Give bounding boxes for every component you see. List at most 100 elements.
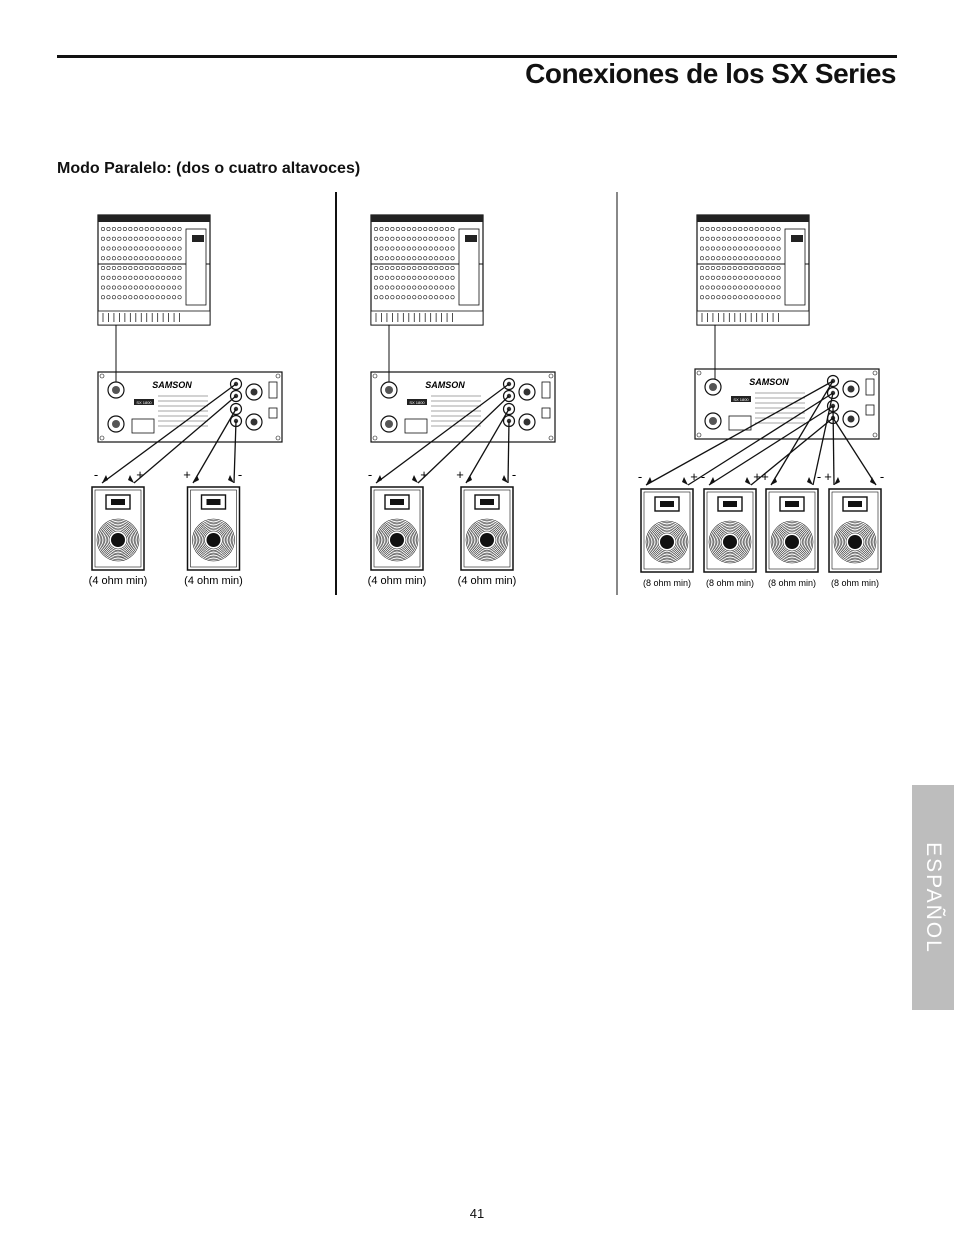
mixer-knob	[760, 265, 765, 270]
mixer-knob	[423, 295, 428, 300]
mixer-knob	[754, 265, 759, 270]
page-title: Conexiones de los SX Series	[525, 58, 896, 89]
mixer-knob	[150, 236, 155, 241]
mixer-knob	[401, 227, 406, 232]
mixer-knob	[111, 295, 116, 300]
mixer-knob	[423, 285, 428, 290]
mixer-knob	[395, 227, 400, 232]
wire-arrowhead	[807, 477, 813, 485]
wire-arrowhead	[412, 475, 418, 483]
mixer-knob	[373, 236, 378, 241]
mixer-knob	[379, 295, 384, 300]
speaker-cabinet-inner	[768, 491, 816, 570]
mixer-knob	[434, 265, 439, 270]
mixer-knob	[738, 236, 743, 241]
mixer-knob	[401, 246, 406, 251]
mixer-knob	[423, 275, 428, 280]
speaker-wire	[375, 383, 510, 484]
speakon-output-core	[523, 418, 531, 426]
mixer-knob	[439, 256, 444, 261]
amp-model-label: SX 1800	[409, 400, 425, 405]
mixer-knob	[395, 236, 400, 241]
mixer-knob	[172, 227, 177, 232]
mixer-knob	[445, 256, 450, 261]
mixer-top-strip	[371, 215, 483, 222]
mixer-knob	[716, 265, 721, 270]
mixer-knob	[161, 246, 166, 251]
mixer-knob	[172, 236, 177, 241]
mixer-knob	[721, 246, 726, 251]
mixer-knob	[776, 227, 781, 232]
wire-arrowhead	[646, 477, 652, 485]
polarity-right: -	[817, 469, 821, 484]
mixer-knob	[144, 246, 149, 251]
mixer-knob	[122, 256, 127, 261]
mixer-knob	[716, 236, 721, 241]
speaker-1: -+(4 ohm min)	[89, 383, 237, 587]
speaker-cabinet-inner	[706, 491, 754, 570]
mixer-knob	[760, 236, 765, 241]
mixer-knob	[144, 265, 149, 270]
amp-screw	[872, 432, 878, 438]
mixer-knob	[390, 285, 395, 290]
mixer-knob	[428, 295, 433, 300]
mixer-knob	[144, 275, 149, 280]
polarity-right: +	[690, 469, 698, 484]
mixer-knob	[390, 236, 395, 241]
mixer-meter	[192, 235, 204, 242]
amp-brand-logo: SAMSON	[152, 380, 192, 390]
mixer-knob	[406, 275, 411, 280]
mixer-knob	[111, 227, 116, 232]
mixer-knob	[765, 227, 770, 232]
amp-switch-block	[541, 407, 551, 419]
mixer-knob	[150, 285, 155, 290]
wire-arrowhead	[771, 477, 777, 485]
mixer-knob	[705, 227, 710, 232]
mixer-knob	[439, 275, 444, 280]
mixer-knob	[439, 285, 444, 290]
mixer-knob	[776, 285, 781, 290]
mixer-knob	[439, 227, 444, 232]
mixer-knob	[384, 246, 389, 251]
mixer-knob	[122, 275, 127, 280]
mixer-knob	[721, 285, 726, 290]
mixer-knob	[445, 246, 450, 251]
mixer-knob	[390, 256, 395, 261]
speaker-cabinet-inner	[373, 489, 421, 568]
speakon-output-core	[523, 388, 531, 396]
speaker-wire	[812, 392, 834, 486]
mixer-knob	[423, 265, 428, 270]
mixer-knob	[705, 236, 710, 241]
mixer-knob	[710, 256, 715, 261]
mixer-knob	[155, 265, 160, 270]
mixer-knob	[101, 236, 106, 241]
mixer-knob	[106, 265, 111, 270]
mixer-knob	[771, 246, 776, 251]
mixer-knob	[101, 295, 106, 300]
mixer-knob	[117, 265, 122, 270]
mixer-knob	[417, 285, 422, 290]
mixer-knob	[122, 236, 127, 241]
mixer-top-strip	[98, 215, 210, 222]
mixer-knob	[172, 265, 177, 270]
mixer-knob	[133, 227, 138, 232]
mixer-knob	[379, 256, 384, 261]
speaker-2: +-(4 ohm min)	[456, 408, 516, 587]
polarity-right: -	[512, 467, 516, 482]
mixer-knob	[111, 256, 116, 261]
mixer-knob	[450, 275, 455, 280]
mixer-knob	[760, 295, 765, 300]
mixer-knob	[771, 295, 776, 300]
mixer-knob	[139, 275, 144, 280]
mixer-meter	[465, 235, 477, 242]
amp-model-plate	[407, 399, 427, 405]
mixer-knob	[139, 236, 144, 241]
speaker-wire	[507, 420, 510, 484]
speaker-woofer	[770, 520, 814, 564]
mixer-knob	[390, 246, 395, 251]
speaker-wire	[101, 383, 237, 484]
mixer-knob	[710, 227, 715, 232]
mixer-knob	[699, 246, 704, 251]
mixer-knob	[101, 275, 106, 280]
